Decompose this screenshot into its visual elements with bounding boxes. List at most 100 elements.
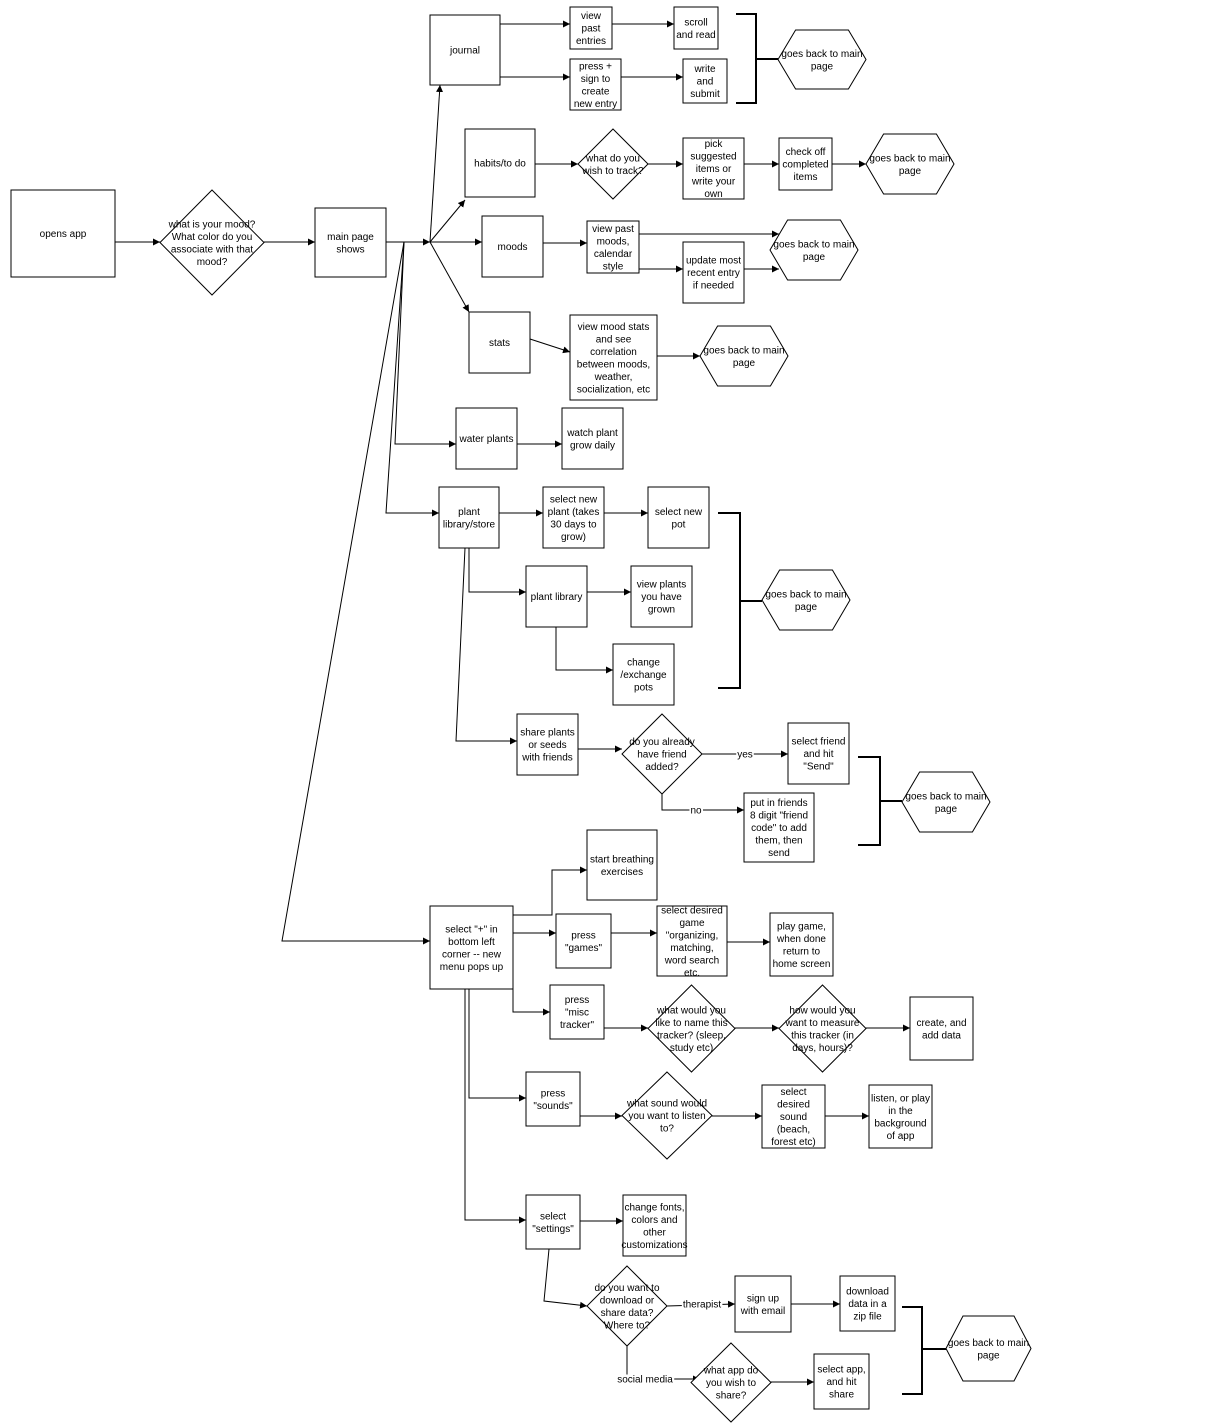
edge-label-yes-text: yes (737, 750, 753, 761)
edge-main-to-habits (429, 199, 466, 243)
journal-shape (429, 14, 501, 86)
edge-plus-to-breathing (513, 866, 587, 916)
edge-settings-to-download (543, 1248, 588, 1309)
friend-added-shape (621, 713, 703, 795)
node-moods: moods (481, 215, 544, 278)
name-tracker-shape (647, 984, 736, 1073)
create-data-shape (909, 996, 974, 1061)
plant-library-store-shape (438, 486, 500, 549)
press-plus-sign-shape (569, 58, 622, 111)
edge-label-social-media: social media (616, 1374, 675, 1386)
habits-label: habits/to do (474, 159, 526, 170)
put-friend-code-shape (743, 792, 815, 863)
press-games-shape (555, 913, 612, 969)
edge-label-therapist-text: therapist (683, 1300, 722, 1311)
bracket-journal (736, 13, 757, 104)
what-app-shape (690, 1342, 772, 1423)
back-main-4-shape (699, 325, 789, 387)
update-entry-shape (682, 241, 745, 304)
opens-app-label: opens app (40, 229, 87, 240)
nodes-layer: opens app what is your mood?What color do… (10, 6, 1032, 1423)
watch-plant-shape (561, 407, 624, 470)
plant-library-shape (525, 565, 588, 628)
edge-label-therapist-bg (681, 1299, 723, 1311)
node-press-games: press"games" (555, 913, 612, 969)
press-sounds-label: press"sounds" (533, 1088, 573, 1112)
select-friend-shape (787, 722, 850, 785)
journal-label: journal (449, 46, 480, 57)
start-breathing-shape (586, 829, 658, 901)
edge-library-to-change (555, 627, 613, 674)
edge-label-no-text: no (690, 806, 702, 817)
water-plants-label: water plants (459, 434, 514, 445)
press-misc-shape (549, 984, 605, 1040)
edge-friend-no (661, 794, 744, 814)
edge-labels-layer: yes no therapist social media (616, 749, 754, 1386)
bracket-plant-store (718, 512, 741, 689)
node-journal: journal (429, 14, 501, 86)
change-fonts-shape (622, 1194, 687, 1257)
edge-main-to-water (394, 241, 456, 448)
node-plant-library: plant library (525, 565, 588, 628)
select-sound-shape (761, 1084, 826, 1149)
back-main-2-shape (865, 133, 955, 195)
scroll-read-shape (673, 6, 719, 50)
select-settings-shape (525, 1194, 581, 1250)
edge-plus-to-sounds (468, 989, 526, 1102)
moods-label: moods (497, 242, 527, 253)
main-page-shape (314, 207, 387, 278)
stats-shape (468, 311, 531, 374)
edge-store-to-library (468, 548, 526, 596)
edge-label-yes-bg (736, 749, 754, 761)
edge-label-social-media-bg (616, 1374, 675, 1386)
edge-label-social-media-text: social media (617, 1375, 673, 1386)
what-sound-shape (621, 1071, 713, 1160)
share-plants-shape (516, 713, 579, 776)
node-habits: habits/to do (464, 128, 536, 198)
press-games-label: press"games" (565, 930, 603, 954)
press-sounds-shape (525, 1071, 581, 1127)
select-plus-menu-shape (429, 905, 514, 990)
moods-shape (481, 215, 544, 278)
mood-question-shape (159, 189, 265, 296)
plant-library-label: plant library (531, 592, 583, 603)
